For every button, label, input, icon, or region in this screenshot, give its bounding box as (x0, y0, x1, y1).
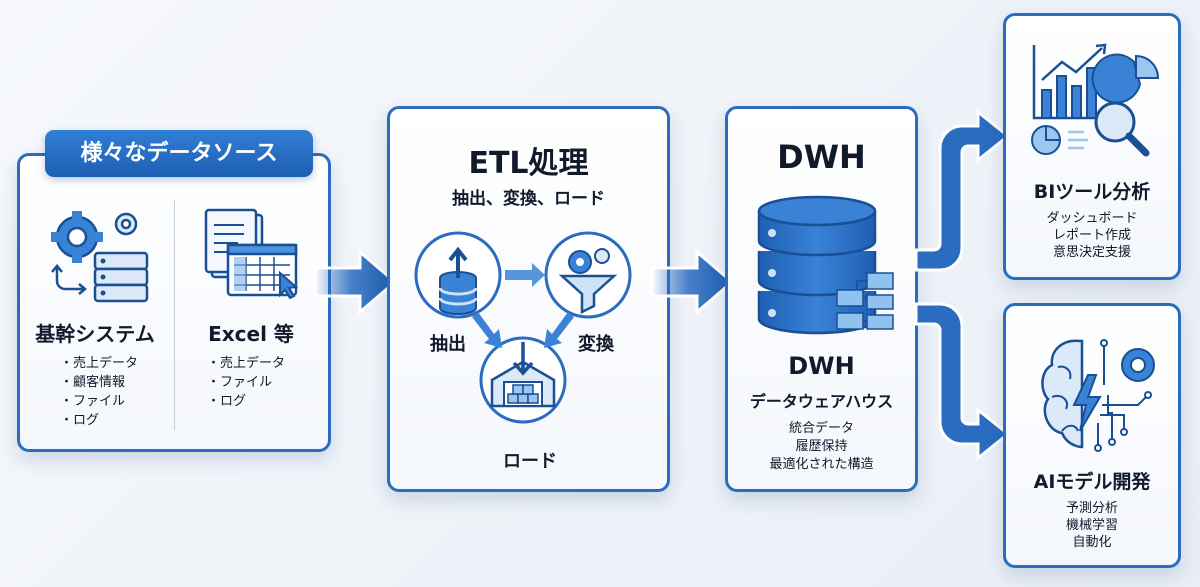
dwh-name: DWH (788, 352, 855, 380)
schema-diagram-icon (836, 272, 894, 330)
dwh-subtitle: データウェアハウス (749, 392, 894, 411)
database-upload-icon (438, 246, 478, 315)
branch-arrow-down-icon (914, 302, 1011, 462)
bi-title: BIツール分析 (1033, 181, 1151, 203)
ai-item: 機械学習 (1065, 518, 1118, 533)
etl-title: ETL処理 (468, 146, 589, 181)
ai-items: 予測分析 機械学習 自動化 (1003, 500, 1181, 551)
documents-spreadsheet-icon (204, 208, 299, 300)
bi-item: 意思決定支援 (1052, 245, 1131, 260)
core-system-title: 基幹システム (35, 322, 155, 346)
etl-step-extract-label: 抽出 (430, 334, 466, 355)
dwh-feature: 履歴保持 (795, 439, 848, 454)
etl-subtitle: 抽出、変換、ロード (452, 189, 605, 209)
ai-item: 自動化 (1072, 535, 1112, 550)
branch-arrow-up-icon (914, 108, 1011, 272)
bi-item: ダッシュボード (1046, 211, 1138, 226)
list-item: ・ログ (60, 413, 100, 428)
core-system-list: ・売上データ ・顧客情報 ・ファイル ・ログ (60, 354, 138, 430)
excel-list: ・売上データ ・ファイル ・ログ (207, 354, 285, 411)
dwh-title: DWH (777, 138, 866, 176)
bi-item: レポート作成 (1052, 228, 1131, 243)
warehouse-icon (490, 342, 556, 408)
dwh-feature: 最適化された構造 (769, 457, 874, 472)
gears-server-icon (51, 211, 149, 303)
list-item: ・売上データ (60, 356, 139, 371)
bi-items: ダッシュボード レポート作成 意思決定支援 (1003, 210, 1181, 261)
bi-analytics-icon (1031, 43, 1160, 157)
ai-card (1003, 303, 1181, 568)
list-item: ・ログ (207, 394, 247, 409)
etl-step-transform-label: 変換 (578, 334, 614, 355)
excel-title: Excel 等 (208, 322, 294, 346)
list-item: ・顧客情報 (60, 375, 126, 390)
database-icon (757, 195, 894, 335)
gear-funnel-icon (558, 248, 618, 315)
source-divider (174, 200, 175, 430)
data-sources-badge: 様々なデータソース (45, 130, 313, 177)
list-item: ・売上データ (207, 356, 286, 371)
ai-title: AIモデル開発 (1033, 471, 1151, 493)
etl-flow (414, 231, 632, 424)
dwh-features: 統合データ 履歴保持 最適化された構造 (725, 420, 918, 474)
list-item: ・ファイル (207, 375, 273, 390)
arrow-right-icon (650, 248, 735, 316)
ai-item: 予測分析 (1065, 501, 1118, 516)
ai-brain-icon (1041, 339, 1155, 452)
etl-step-load-label: ロード (503, 451, 557, 472)
dwh-feature: 統合データ (788, 421, 854, 436)
list-item: ・ファイル (60, 394, 126, 409)
arrow-right-icon (313, 248, 398, 316)
